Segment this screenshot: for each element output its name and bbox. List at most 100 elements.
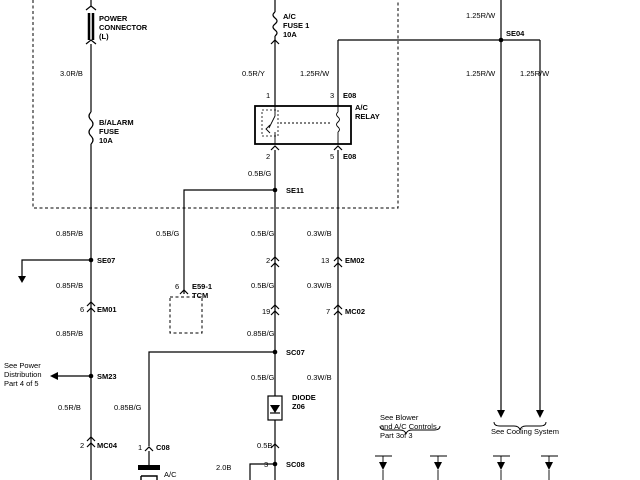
wire-label-sc07-up: 0.85B/G [247, 329, 275, 338]
cooling-terminal-2-arrow [545, 462, 553, 470]
c08-chevron [144, 446, 154, 452]
pin-sc08: 3 [264, 460, 268, 469]
pin-em02-right: 13 [321, 256, 329, 265]
connector-mc02: MC02 [345, 307, 365, 316]
splice-sc08-label: SC08 [286, 460, 305, 469]
wire-label-em01-up: 0.85R/B [56, 281, 83, 290]
sc08-chevron [270, 443, 280, 449]
pin-relay-2: 2 [266, 152, 270, 161]
wire-label-se04-a: 1.25R/W [466, 69, 496, 78]
arrow-power-dist [50, 372, 58, 380]
tcm-chevron [179, 289, 189, 295]
pin-tcm: 6 [175, 282, 179, 291]
splice-se04-label: SE04 [506, 29, 525, 38]
blower-terminal-1 [375, 455, 392, 462]
arrow-se07-down [18, 276, 26, 283]
connector-em02-right [333, 256, 343, 268]
wire-sc07-branch [148, 351, 275, 446]
cooling-terminal-2 [541, 455, 558, 462]
connector-mc04: MC04 [97, 441, 118, 450]
wire-label-left-top: 3.0R/B [60, 69, 83, 78]
relay-switch-area [261, 109, 279, 137]
wire-label-sc08-up: 0.5B [257, 441, 272, 450]
wire-label-sm23-down: 0.5R/B [58, 403, 81, 412]
wire-label-top-right: 1.25R/W [466, 11, 496, 20]
relay-coil [336, 106, 340, 144]
connector-em01: EM01 [97, 305, 117, 314]
pin-relay-3: 3 [330, 91, 334, 100]
power-connector-body [87, 13, 95, 40]
power-connector-upper [85, 5, 97, 11]
wire-label-tcm: 0.5B/G [156, 229, 180, 238]
pin-mc02-left: 19 [262, 307, 270, 316]
connector-e08-bottom: E08 [343, 152, 356, 161]
wire-label-em-left: 0.5B/G [251, 229, 275, 238]
wire-label-relay-in-r: 1.25R/W [300, 69, 330, 78]
wire-label-em-right: 0.3W/B [307, 229, 332, 238]
splice-sc07-label: SC07 [286, 348, 305, 357]
pin-c08: 1 [138, 443, 142, 452]
pin-mc02-right: 7 [326, 307, 330, 316]
alarm-fuse-element [88, 111, 94, 145]
wire-label-diode-up: 0.5B/G [251, 373, 275, 382]
wire-label-se07-up: 0.85R/B [56, 229, 83, 238]
connector-e08-top: E08 [343, 91, 356, 100]
splice-se07-label: SE07 [97, 256, 115, 265]
ac-compressor-clutch [138, 465, 160, 470]
connector-em01-mark [86, 301, 96, 313]
connector-c08: C08 [156, 443, 170, 452]
connector-em02-left [270, 256, 280, 268]
note-cooling-system: See Cooling System [491, 427, 559, 436]
pin-em01: 6 [80, 305, 84, 314]
fuse-chevron [270, 39, 280, 45]
pin-mc04: 2 [80, 441, 84, 450]
compressor-body [140, 475, 158, 480]
cooling-terminal-1-arrow [497, 462, 505, 470]
tcm-box [169, 296, 203, 334]
ac-fuse-element [272, 11, 278, 37]
connector-mc04-mark [86, 436, 96, 448]
wire-label-se04-b: 1.25R/W [520, 69, 550, 78]
relay-terminal-marks [270, 145, 343, 151]
relay-switch-arrow [265, 124, 271, 134]
arrow-cooling-b [536, 410, 544, 418]
pin-relay-5: 5 [330, 152, 334, 161]
wire-label-c08: 0.85B/G [114, 403, 142, 412]
fuse-box-outline [32, 0, 399, 209]
note-ac-partial: A/C [164, 470, 177, 479]
connector-mc02-left [270, 304, 280, 316]
connector-em02: EM02 [345, 256, 365, 265]
brace-blower [379, 425, 441, 435]
wire-label-mc-right: 0.3W/B [307, 281, 332, 290]
arrow-cooling-a [497, 410, 505, 418]
wire-se07-branch [21, 259, 91, 278]
splice-se11-label: SE11 [286, 186, 304, 195]
cooling-terminal-1 [493, 455, 510, 462]
wire-label-sc08-left: 2.0B [216, 463, 231, 472]
brace-cooling [493, 421, 547, 431]
pin-relay-1: 1 [266, 91, 270, 100]
blower-terminal-2 [430, 455, 447, 462]
splice-sm23-label: SM23 [97, 372, 117, 381]
wire-label-mc-left: 0.5B/G [251, 281, 275, 290]
wire-tcm [183, 189, 275, 294]
connector-mc02-right [333, 304, 343, 316]
wire-label-diode-right: 0.3W/B [307, 373, 332, 382]
pin-em02-left: 2 [266, 256, 270, 265]
blower-terminal-2-arrow [434, 462, 442, 470]
relay-switch [268, 106, 276, 144]
wire-label-relay-out: 0.5B/G [248, 169, 272, 178]
power-connector-lower [85, 39, 97, 45]
wire-sc08-branch [249, 463, 275, 480]
wire-label-em01-down: 0.85R/B [56, 329, 83, 338]
